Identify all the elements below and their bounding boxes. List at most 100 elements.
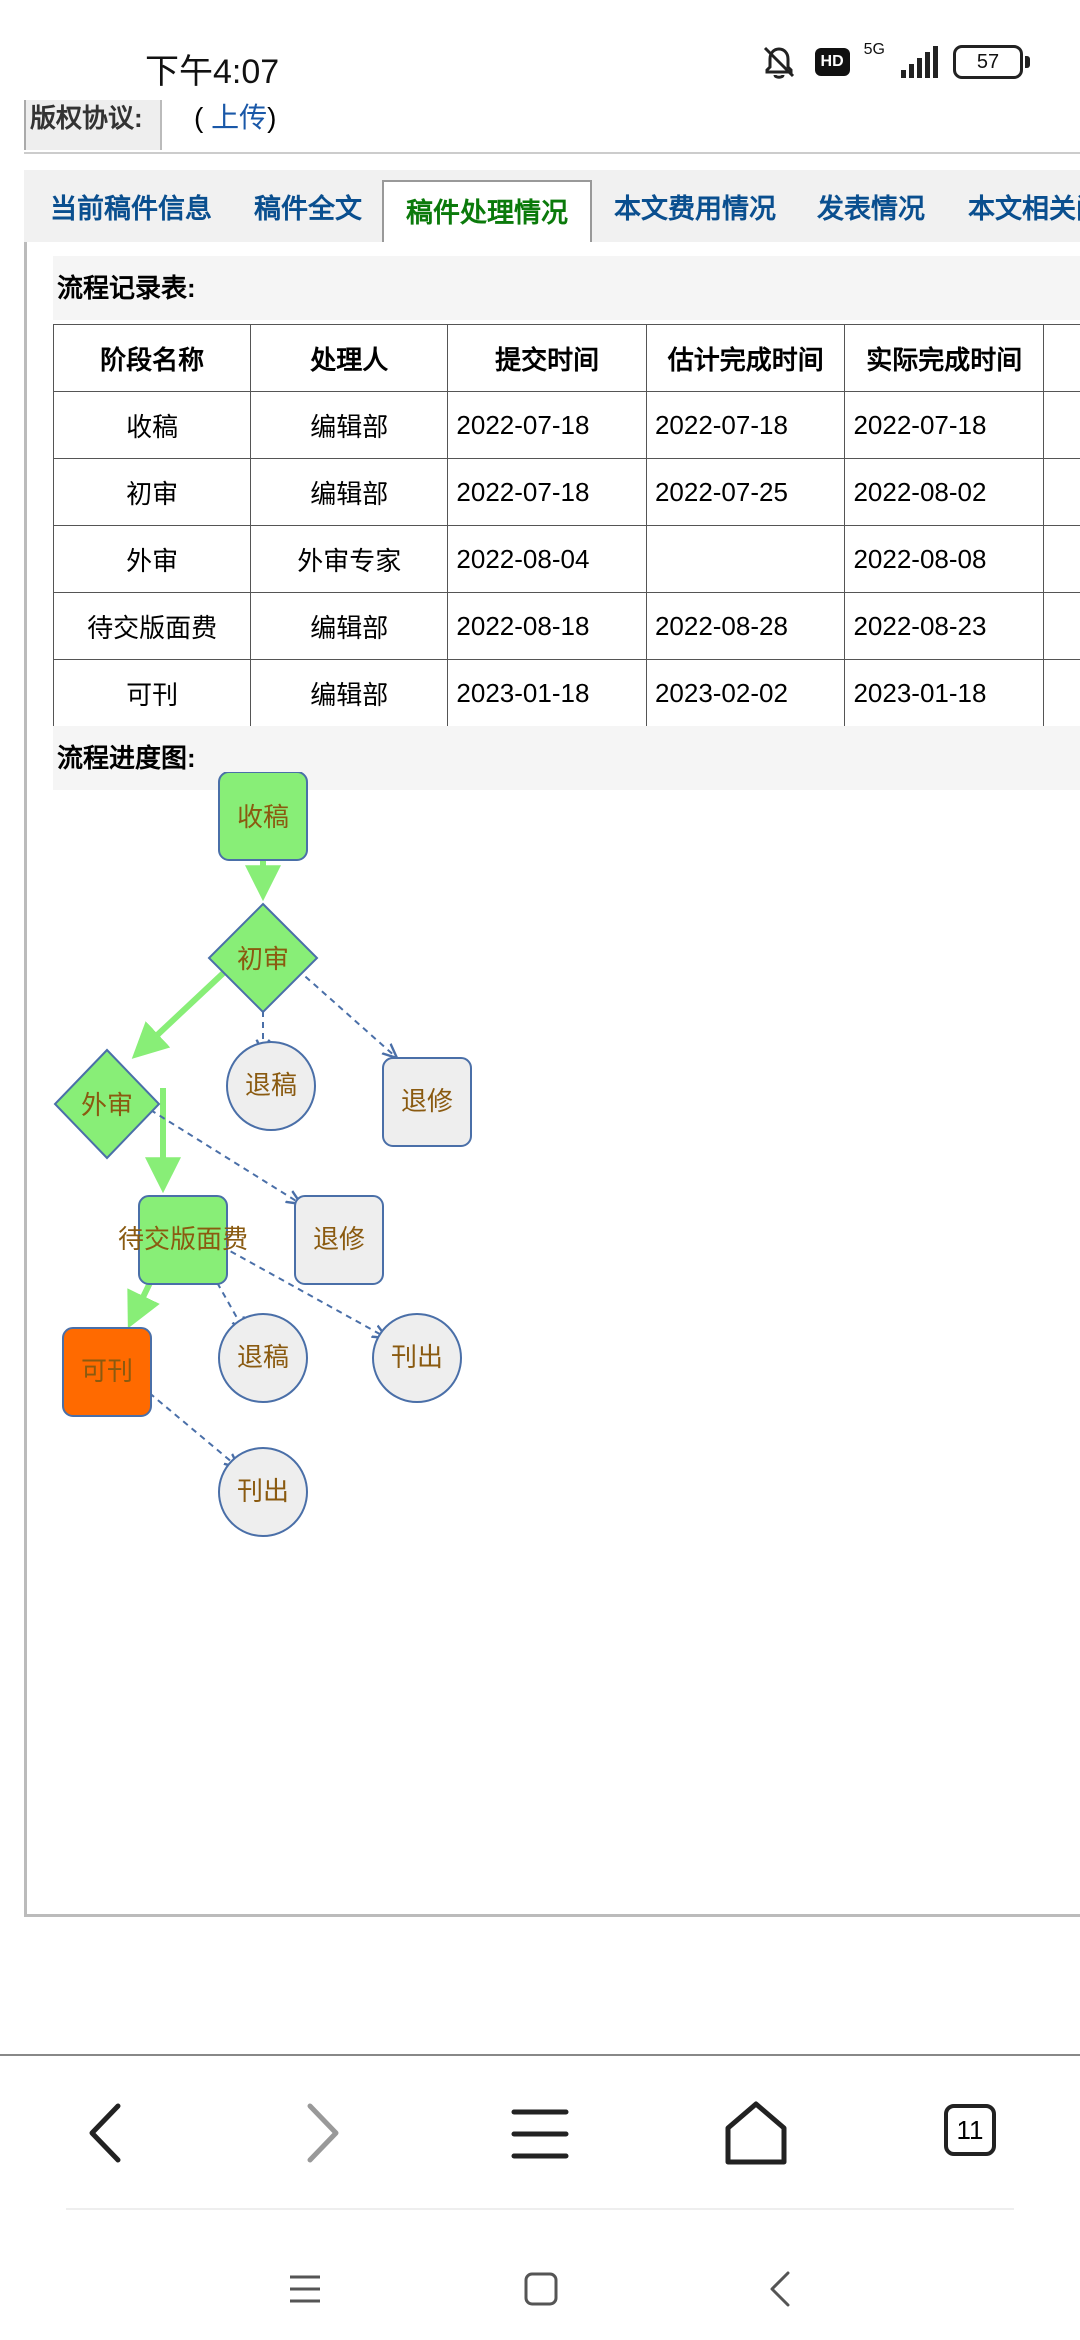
status-bar: 下午4:07 HD 5G 57: [0, 0, 1080, 100]
system-back-icon[interactable]: [768, 2270, 792, 2308]
tab-bar: 当前稿件信息 稿件全文 稿件处理情况 本文费用情况 发表情况 本文相关问: [24, 170, 1080, 244]
cell-stage: 可刊: [52, 659, 252, 727]
col-estimated-time: 估计完成时间: [645, 324, 846, 392]
table-row: 待交版面费 编辑部 2022-08-18 2022-08-28 2022-08-…: [52, 592, 1080, 660]
forward-arrow-icon[interactable]: [300, 2102, 344, 2164]
node-revise-1: 退修: [382, 1057, 472, 1147]
cell-handler: 编辑部: [250, 592, 449, 660]
node-publish-1: 刊出: [372, 1313, 462, 1403]
table-row: 可刊 编辑部 2023-01-18 2023-02-02 2023-01-18: [52, 659, 1080, 727]
cell-estimated: 2022-08-28: [645, 592, 846, 660]
cell-handler: 编辑部: [250, 659, 449, 727]
cell-submit: 2022-08-18: [447, 592, 647, 660]
cell-estimated: 2022-07-18: [645, 391, 846, 459]
svg-text:退稿: 退稿: [245, 1070, 297, 1100]
cell-handler: 外审专家: [250, 525, 449, 593]
signal-icon: [901, 46, 938, 78]
cell-actual: 2022-08-08: [844, 525, 1044, 593]
node-receive: 收稿: [218, 772, 308, 861]
cell-actual: 2022-08-23: [844, 592, 1044, 660]
node-reject-1: 退稿: [226, 1041, 316, 1131]
cell-actual: 2022-08-02: [844, 458, 1044, 526]
tab-current-manuscript-info[interactable]: 当前稿件信息: [50, 194, 212, 224]
table-header-row: 阶段名称 处理人 提交时间 估计完成时间 实际完成时间: [52, 324, 1080, 392]
svg-text:外审: 外审: [81, 1090, 133, 1120]
browser-toolbar: 11: [0, 2054, 1080, 2212]
table-row: 收稿 编辑部 2022-07-18 2022-07-18 2022-07-18: [52, 391, 1080, 459]
cell-overflow: [1043, 391, 1080, 459]
back-arrow-icon[interactable]: [84, 2102, 128, 2164]
processing-panel: 流程记录表: 阶段名称 处理人 提交时间 估计完成时间 实际完成时间 收稿 编辑…: [24, 242, 1080, 1917]
svg-text:退修: 退修: [313, 1224, 365, 1254]
cell-stage: 外审: [52, 525, 252, 593]
copyright-prefix: (: [194, 102, 212, 133]
network-label: 5G: [863, 41, 885, 58]
svg-text:可刊: 可刊: [81, 1356, 133, 1386]
battery-level: 57: [953, 45, 1023, 79]
node-revise-2: 退修: [294, 1195, 384, 1285]
cell-submit: 2022-07-18: [447, 458, 647, 526]
node-first-review: 初审: [207, 902, 319, 1014]
tab-fee-status[interactable]: 本文费用情况: [614, 194, 776, 224]
tab-full-text[interactable]: 稿件全文: [254, 194, 362, 224]
system-nav-bar: [0, 2210, 1080, 2340]
svg-text:待交版面费: 待交版面费: [118, 1224, 248, 1254]
col-handler: 处理人: [250, 324, 449, 392]
cell-stage: 初审: [52, 458, 252, 526]
copyright-label: 版权协议:: [24, 100, 162, 150]
edge-external-revise: [140, 1103, 301, 1204]
upload-link[interactable]: 上传: [211, 102, 268, 133]
col-overflow: [1043, 324, 1080, 392]
system-home-icon[interactable]: [524, 2272, 558, 2306]
cell-actual: 2022-07-18: [844, 391, 1044, 459]
cell-actual: 2023-01-18: [844, 659, 1044, 727]
edge-first-revise: [288, 961, 397, 1058]
svg-text:初审: 初审: [237, 944, 289, 974]
copyright-suffix: ): [267, 102, 277, 133]
svg-text:刊出: 刊出: [237, 1476, 289, 1506]
cell-overflow: [1043, 525, 1080, 593]
bell-muted-icon: [763, 46, 794, 79]
svg-text:刊出: 刊出: [391, 1342, 443, 1372]
node-await-fee: 待交版面费: [118, 1195, 248, 1285]
table-row: 初审 编辑部 2022-07-18 2022-07-25 2022-08-02: [52, 458, 1080, 526]
node-accepted: 可刊: [62, 1327, 152, 1417]
edge-first-external: [131, 961, 236, 1059]
cell-stage: 收稿: [52, 391, 252, 459]
tab-related[interactable]: 本文相关问: [968, 194, 1080, 224]
svg-text:退修: 退修: [401, 1086, 453, 1116]
cell-estimated: [645, 525, 846, 593]
cell-overflow: [1043, 592, 1080, 660]
status-icons: HD 5G 57: [757, 40, 1030, 84]
cell-submit: 2022-08-04: [447, 525, 647, 593]
table-row: 外审 外审专家 2022-08-04 2022-08-08: [52, 525, 1080, 593]
cell-stage: 待交版面费: [52, 592, 252, 660]
tab-publication-status[interactable]: 发表情况: [817, 194, 925, 224]
node-publish-2: 刊出: [218, 1447, 308, 1537]
nav-divider: [66, 2208, 1014, 2210]
col-submit-time: 提交时间: [447, 324, 647, 392]
cell-overflow: [1043, 458, 1080, 526]
cell-overflow: [1043, 659, 1080, 727]
recent-apps-icon[interactable]: [288, 2274, 322, 2304]
col-actual-time: 实际完成时间: [844, 324, 1044, 392]
menu-icon[interactable]: [510, 2108, 570, 2160]
cell-handler: 编辑部: [250, 458, 449, 526]
cell-estimated: 2023-02-02: [645, 659, 846, 727]
cell-submit: 2022-07-18: [447, 391, 647, 459]
node-external-review: 外审: [53, 1048, 161, 1160]
tabs-count-button[interactable]: 11: [944, 2104, 996, 2156]
col-stage: 阶段名称: [52, 324, 252, 392]
svg-text:退稿: 退稿: [237, 1342, 289, 1372]
cell-submit: 2023-01-18: [447, 659, 647, 727]
cell-handler: 编辑部: [250, 391, 449, 459]
battery-icon: 57: [953, 45, 1030, 79]
records-title: 流程记录表:: [53, 256, 1080, 320]
copyright-value: ( 上传): [194, 100, 276, 136]
tab-processing-status[interactable]: 稿件处理情况: [382, 180, 592, 242]
home-icon[interactable]: [722, 2100, 790, 2166]
edge-accept-publish: [140, 1385, 239, 1468]
hd-badge: HD: [814, 48, 850, 76]
status-time: 下午4:07: [145, 53, 280, 91]
edge-fee-publish: [220, 1245, 387, 1338]
